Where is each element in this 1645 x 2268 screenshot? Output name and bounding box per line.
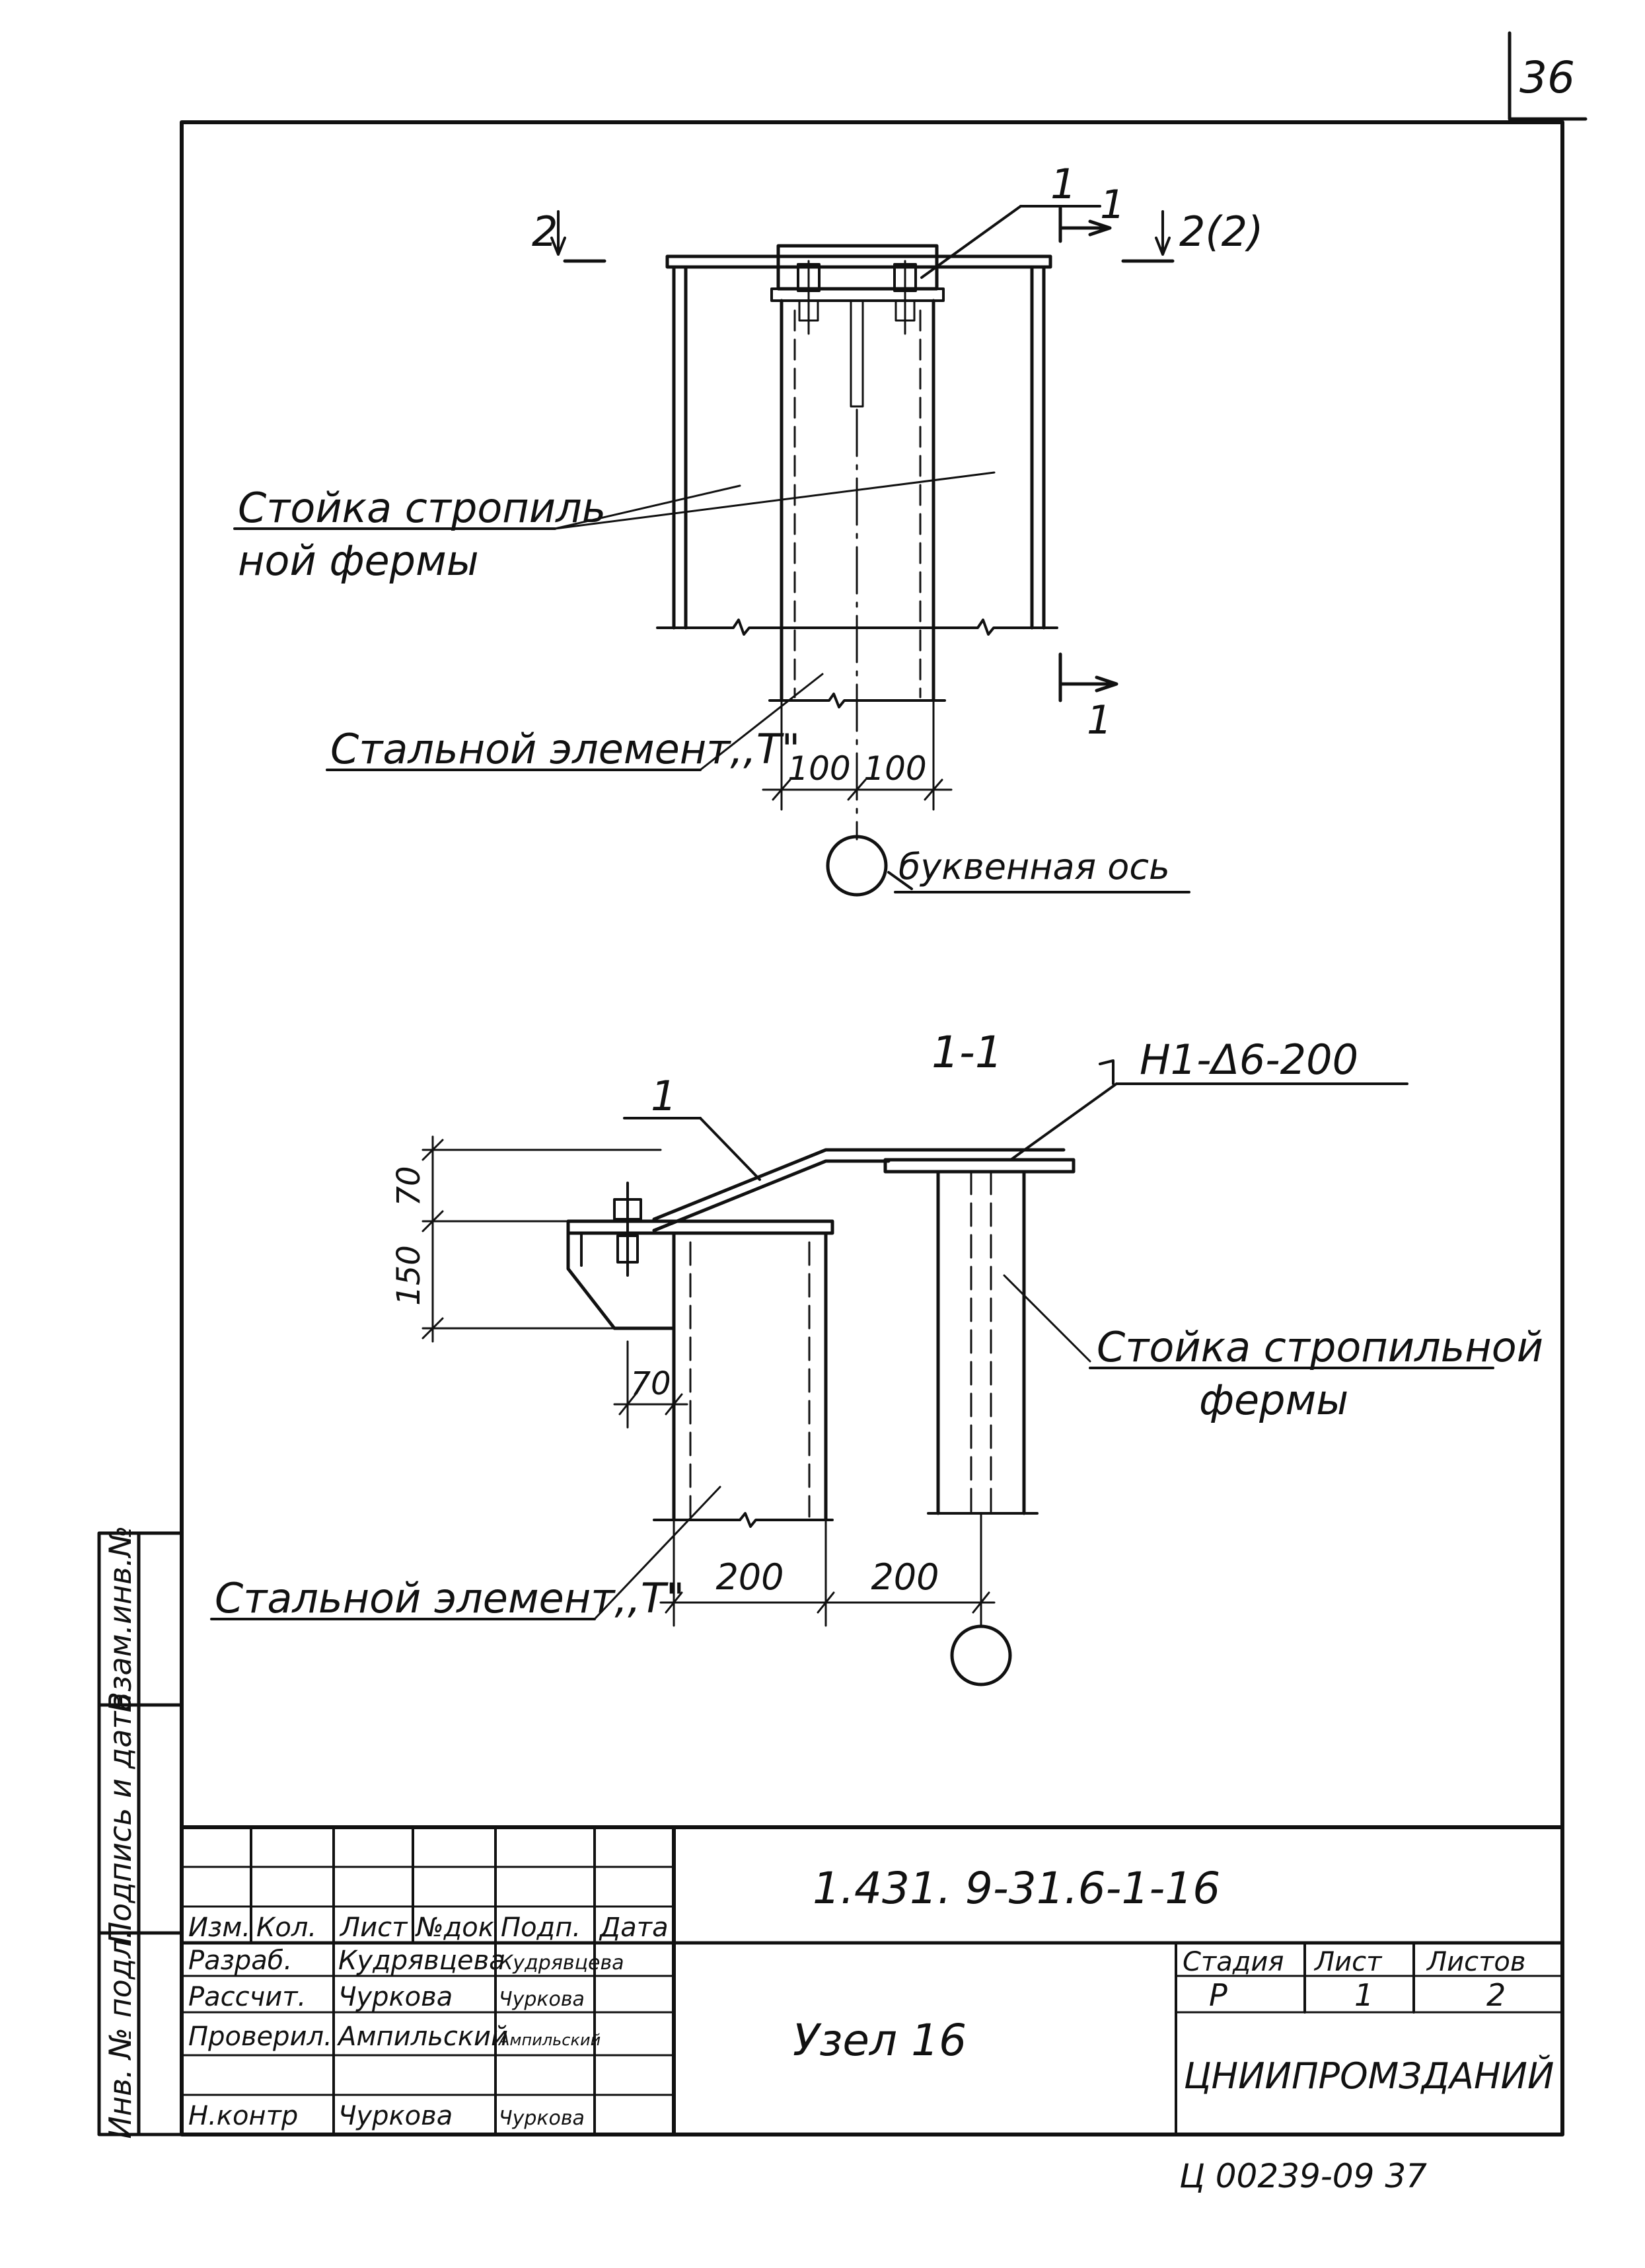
sheets-value: 2 [1486, 1977, 1506, 2013]
plan-label-post-line1: Стойка стропиль [238, 484, 606, 532]
section-label-post-line1: Стойка стропильной [1097, 1323, 1543, 1371]
plan-dim-right: 100 [863, 749, 926, 788]
section-marker-left: 2 [532, 208, 558, 256]
page-number: 36 [1519, 52, 1575, 103]
col-kol: Кол. [256, 1912, 316, 1943]
section-marker-right: 2(2) [1179, 208, 1263, 256]
cut-marker-top: 1 [1100, 182, 1125, 228]
plan-label-steel: Стальной элемент,,Т" [330, 725, 800, 773]
sheets-header: Листов [1426, 1947, 1525, 1977]
section-axis-bubble [950, 1624, 1012, 1686]
section-label-steel: Стальной элемент,,Т" [215, 1574, 684, 1622]
cut-marker-bottom: 1 [1087, 697, 1112, 743]
drawing-frame [180, 120, 1564, 2136]
col-ndok: №док [415, 1912, 494, 1943]
sheet-value: 1 [1354, 1977, 1373, 2013]
title-block: Изм. Кол. Лист №док Подп. Дата Разраб. К… [180, 1825, 1564, 2136]
stamp-signature-date: Подпись и дата [102, 1692, 138, 1944]
plan-dim-left: 100 [787, 749, 850, 788]
stage-header: Стадия [1183, 1947, 1284, 1977]
plan-label-post-line2: ной фермы [238, 537, 479, 585]
row-name-1: Чуркова [338, 1982, 453, 2012]
row-role-0: Разраб. [188, 1946, 292, 1976]
weld-callout: Н1-Δ6-200 [1140, 1036, 1358, 1084]
page-number-box: 36 [1508, 31, 1588, 121]
organization: ЦНИИПРОМЗДАНИЙ [1184, 2055, 1554, 2097]
drawing-code: 1.431. 9-31.6-1-16 [813, 1863, 1220, 1914]
col-data: Дата [599, 1912, 669, 1943]
section-view: 1-1 Н1-Δ6-200 [210, 1027, 1543, 1686]
label-letter-axis: буквенная ось [898, 846, 1170, 888]
section-dim-right: 200 [871, 1556, 939, 1598]
row-name-3: Чуркова [338, 2101, 453, 2131]
section-label-post-line2: фермы [1199, 1376, 1348, 1424]
row-role-2: Проверил. [188, 2022, 332, 2052]
section-dim-70-bottom: 70 [630, 1365, 671, 1402]
row-role-3: Н.контр [188, 2101, 298, 2131]
section-item-label: 1 [651, 1072, 676, 1120]
row-name-0: Кудрявцева [338, 1946, 505, 1976]
section-dim-150: 150 [390, 1245, 427, 1306]
node-name: Узел 16 [793, 2015, 967, 2066]
axis-bubble [826, 835, 888, 897]
row-sign-0: Кудрявцева [499, 1951, 624, 1975]
stamp-inv-no: Инв. № подл. [102, 1929, 138, 2138]
row-sign-3: Чуркова [499, 2107, 585, 2130]
archive-number: Ц 00239-09 37 [1179, 2157, 1427, 2195]
row-sign-1: Чуркова [499, 1988, 585, 2011]
row-name-2: Ампильский [336, 2022, 508, 2052]
section-dim-70-top: 70 [390, 1166, 427, 1206]
section-title: 1-1 [932, 1027, 1003, 1078]
side-stamp: Инв. № подл. Подпись и дата Взам.инв.№ [97, 1525, 184, 2139]
stage-value: Р [1209, 1977, 1227, 2013]
col-izm: Изм. [188, 1912, 250, 1943]
plan-item-label: 1 [1050, 160, 1076, 208]
sheet-header: Лист [1313, 1947, 1383, 1977]
row-role-1: Рассчит. [188, 1982, 306, 2012]
stamp-replace-inv: Взам.инв.№ [102, 1525, 138, 1712]
row-sign-2: Ампильский [497, 2031, 601, 2049]
plan-view: 100 100 буквенная ось 2 2(2) 1 1 1 Стойк… [233, 160, 1263, 897]
col-list: Лист [339, 1912, 408, 1943]
section-dim-left: 200 [715, 1556, 784, 1598]
col-podp: Подп. [501, 1912, 581, 1943]
